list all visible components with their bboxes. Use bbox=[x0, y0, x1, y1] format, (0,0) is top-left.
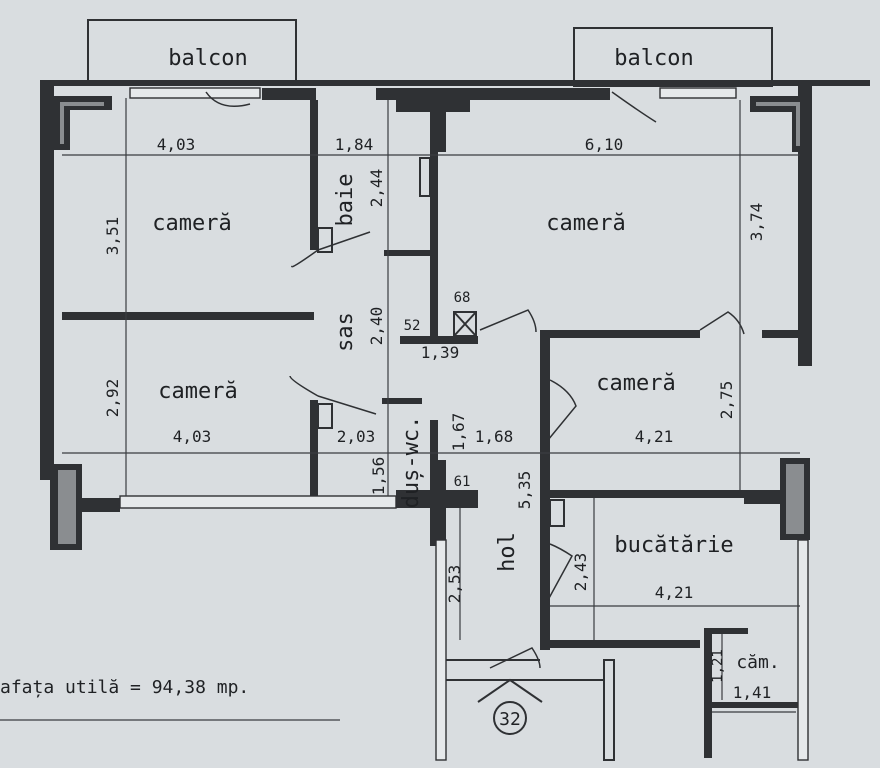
window-bottom-left bbox=[119, 495, 397, 509]
window-right-room bbox=[659, 87, 737, 99]
shaft-cross bbox=[453, 311, 477, 337]
label-sas: sas bbox=[333, 312, 358, 352]
exterior-wall-right-upper bbox=[798, 86, 812, 366]
wall-duswc-hol bbox=[430, 420, 438, 490]
wall-sas-duswc bbox=[382, 398, 422, 404]
dim-4-03-bottom: 4,03 bbox=[173, 427, 212, 446]
door-bucatarie bbox=[547, 543, 573, 601]
dim-4-21-bottom: 4,21 bbox=[655, 583, 694, 602]
apartment-number-circle bbox=[493, 701, 527, 735]
wall-baie-sas bbox=[384, 250, 434, 256]
hatch bbox=[58, 470, 76, 544]
label-balcon-left: balcon bbox=[168, 46, 247, 71]
door-camera-ml bbox=[289, 375, 377, 415]
wall-camara bbox=[704, 628, 712, 758]
baie-fixture bbox=[419, 157, 431, 197]
wall-baie-camera-right bbox=[430, 150, 438, 340]
dim-52: 52 bbox=[404, 318, 421, 334]
dim-3-74: 3,74 bbox=[747, 203, 766, 242]
window-right-lower bbox=[797, 539, 809, 761]
hatch bbox=[786, 464, 804, 534]
wall-camara-bottom bbox=[708, 702, 798, 708]
dim-4-03-top: 4,03 bbox=[157, 135, 196, 154]
apartment-number: 32 bbox=[499, 709, 521, 730]
dim-2-43: 2,43 bbox=[571, 553, 590, 592]
door-camera-mr bbox=[699, 311, 745, 335]
kitchen-fixture bbox=[549, 499, 565, 527]
wall-segment bbox=[762, 330, 798, 338]
wall-camera-duswc bbox=[310, 400, 318, 496]
dim-2-03: 2,03 bbox=[337, 427, 376, 446]
pillar-bottom-center bbox=[396, 460, 478, 546]
dim-2-75: 2,75 bbox=[717, 381, 736, 420]
dim-2-53: 2,53 bbox=[445, 565, 464, 604]
door-camera-mr-hol bbox=[547, 379, 577, 441]
label-camera-mid-right: cameră bbox=[596, 371, 675, 396]
wall-camera-bucatarie bbox=[550, 490, 750, 498]
window-left-room bbox=[129, 87, 261, 99]
label-baie: baie bbox=[333, 174, 358, 227]
surface-note: afața utilă = 94,38 mp. bbox=[0, 677, 249, 698]
dim-2-92: 2,92 bbox=[103, 379, 122, 418]
wall-camara-top bbox=[708, 628, 748, 634]
dim-1-68: 1,68 bbox=[475, 427, 514, 446]
label-balcon-right: balcon bbox=[614, 46, 693, 71]
dim-1-67: 1,67 bbox=[449, 413, 468, 452]
door-balcony-left bbox=[205, 91, 251, 107]
dim-3-51: 3,51 bbox=[103, 217, 122, 256]
wall-camera-baie bbox=[310, 100, 318, 250]
door-camera-tr bbox=[479, 309, 537, 333]
wall-hol-right bbox=[540, 330, 550, 650]
label-camera-top-left: cameră bbox=[152, 211, 231, 236]
ventilation-shaft bbox=[453, 311, 477, 337]
dim-4-21-mid: 4,21 bbox=[635, 427, 674, 446]
label-camera-top-right: cameră bbox=[546, 211, 625, 236]
pillar-top-right bbox=[750, 96, 806, 152]
door-entrance bbox=[489, 647, 541, 669]
wall-hol-left bbox=[435, 539, 447, 761]
label-dus-wc: duș-wc. bbox=[399, 416, 424, 509]
door-balcony-right bbox=[611, 91, 657, 123]
label-camera-mid-left: cameră bbox=[158, 379, 237, 404]
duswc-fixture bbox=[317, 403, 333, 429]
dim-1-41: 1,41 bbox=[733, 683, 772, 702]
dim-61: 61 bbox=[454, 474, 471, 490]
pillar-top-left bbox=[54, 96, 112, 150]
dim-2-40: 2,40 bbox=[367, 307, 386, 346]
wall-bucatarie-bottom bbox=[550, 640, 700, 648]
dim-1-21: 1,21 bbox=[710, 649, 726, 683]
label-camara: căm. bbox=[736, 652, 779, 673]
wall-sas-shaft bbox=[400, 336, 478, 344]
dim-6-10: 6,10 bbox=[585, 135, 624, 154]
dim-1-84: 1,84 bbox=[335, 135, 374, 154]
baie-fixture bbox=[317, 227, 333, 253]
label-bucatarie: bucătărie bbox=[614, 533, 733, 558]
pillar-top-center bbox=[396, 96, 470, 152]
exterior-wall-top bbox=[40, 80, 870, 86]
dim-68: 68 bbox=[454, 290, 471, 306]
dim-5-35: 5,35 bbox=[515, 471, 534, 510]
dim-1-39: 1,39 bbox=[421, 343, 460, 362]
dim-1-56: 1,56 bbox=[369, 457, 388, 496]
dim-2-44: 2,44 bbox=[367, 169, 386, 208]
wall-between-left-rooms bbox=[62, 312, 314, 320]
exterior-wall-left bbox=[40, 80, 54, 480]
wall-camera-right-split bbox=[540, 330, 700, 338]
wall-segment bbox=[262, 88, 316, 100]
entrance-marker bbox=[477, 678, 543, 703]
label-hol: hol bbox=[495, 532, 520, 572]
wall-outline bbox=[603, 659, 615, 761]
door-camera-tl bbox=[291, 231, 371, 268]
